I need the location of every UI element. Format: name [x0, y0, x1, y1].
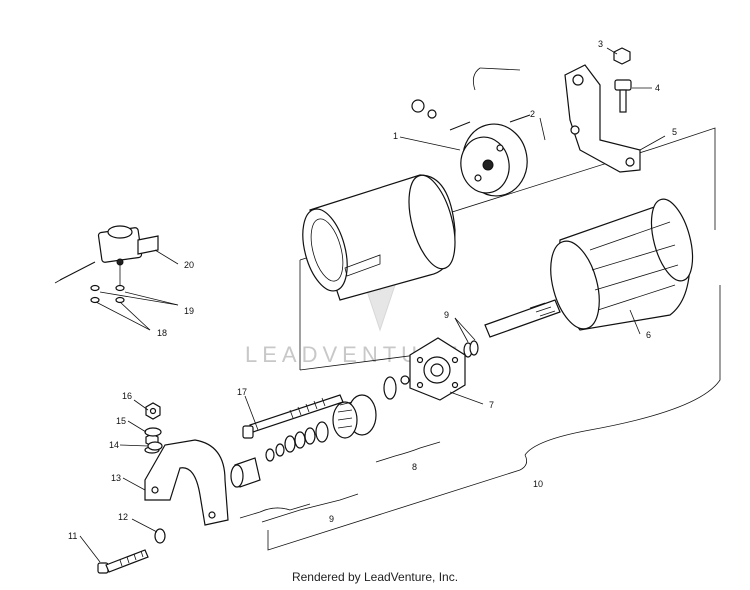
solenoid-part — [54, 225, 159, 304]
callout-18: 18 — [157, 328, 167, 338]
callout-16: 16 — [122, 391, 132, 401]
callout-labels: 1 2 3 4 5 6 7 8 9 9 10 11 12 13 14 15 16… — [68, 39, 677, 541]
callout-9-lower: 9 — [329, 514, 334, 524]
washer-pair-part — [463, 340, 479, 358]
bolt-11-part — [97, 549, 149, 574]
callout-7: 7 — [489, 400, 494, 410]
callout-12: 12 — [118, 512, 128, 522]
nut-16-part — [145, 402, 161, 420]
callout-5: 5 — [672, 127, 677, 137]
callout-11: 11 — [68, 531, 77, 541]
callout-9-upper: 9 — [444, 310, 449, 320]
callout-19: 19 — [184, 306, 194, 316]
callout-20: 20 — [184, 260, 194, 270]
callout-8: 8 — [412, 462, 417, 472]
callout-3: 3 — [598, 39, 603, 49]
drive-pinion-part — [265, 394, 377, 462]
callout-1: 1 — [393, 131, 398, 141]
end-cap-part — [411, 99, 531, 197]
through-bolt-part — [242, 394, 344, 439]
washer-14-part — [147, 441, 163, 451]
footer-credit: Rendered by LeadVenture, Inc. — [291, 570, 459, 584]
callout-14: 14 — [109, 440, 119, 450]
callout-13: 13 — [111, 473, 121, 483]
callout-17: 17 — [237, 387, 247, 397]
washer-15-part — [144, 427, 162, 437]
lower-assembly-outline — [239, 285, 721, 551]
drive-end-plate-part — [383, 337, 466, 401]
housing-cylinder — [302, 174, 456, 301]
spacer-part — [230, 457, 261, 488]
callout-4: 4 — [655, 83, 660, 93]
lower-bracket-part — [144, 433, 229, 526]
callout-6: 6 — [646, 330, 651, 340]
callout-10: 10 — [533, 479, 543, 489]
leader-lines — [79, 47, 666, 563]
callout-15: 15 — [116, 416, 126, 426]
armature-part — [484, 198, 694, 338]
washer-12-part — [154, 528, 166, 544]
mounting-bracket-part — [564, 47, 641, 173]
callout-2: 2 — [530, 109, 535, 119]
